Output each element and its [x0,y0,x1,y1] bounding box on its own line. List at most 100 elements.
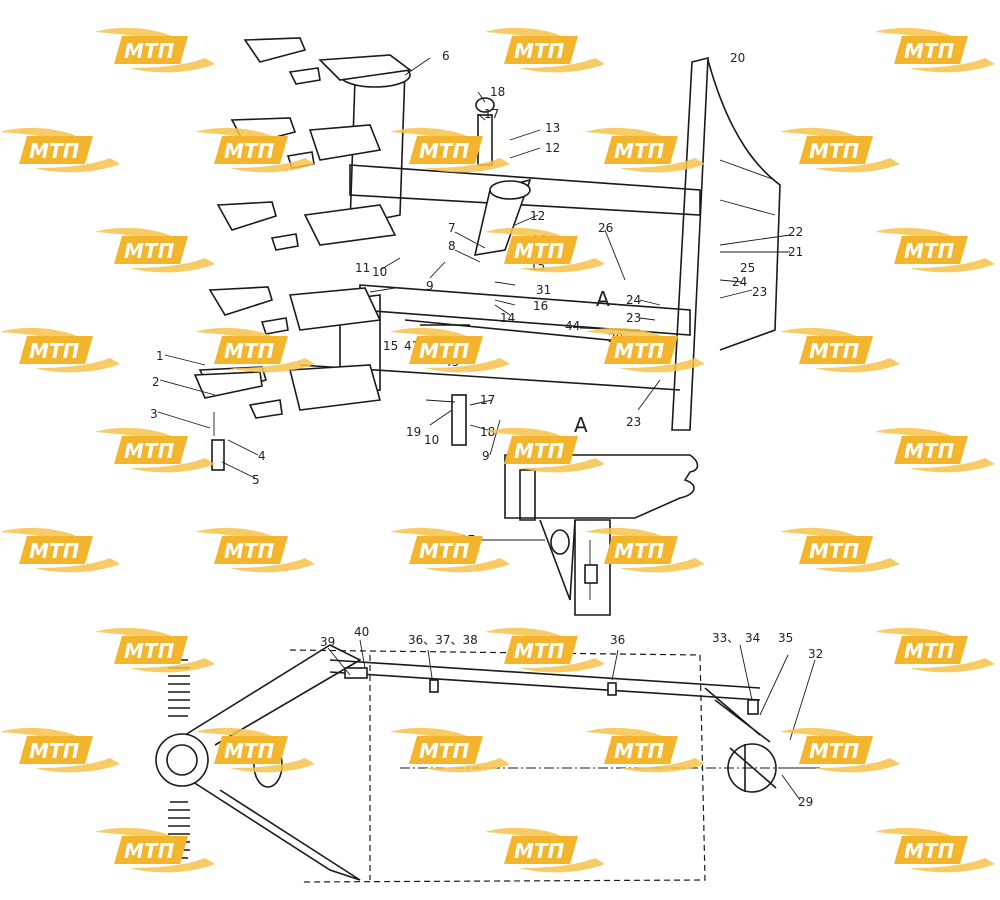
part-label-35: 35 [778,631,793,645]
part-label-34: 34 [745,631,760,645]
watermark-text: МТП [614,339,665,363]
watermark-logo: МТП [390,527,510,573]
watermark-logo: МТП [875,27,995,73]
part-label-31: 31 [536,283,551,297]
watermark-logo: МТП [485,827,605,873]
part-label-12b: 12 [545,141,560,155]
watermark-logo: МТП [875,427,995,473]
part-label-19: 19 [406,425,421,439]
watermark-logo: МТП [585,327,705,373]
part-label-23a: 23 [626,311,641,325]
watermark-text: МТП [419,339,470,363]
leader-lines [157,57,816,801]
watermark-text: МТП [224,739,275,763]
watermark-logo: МТП [195,127,315,173]
watermark-logo: МТП [0,727,120,773]
part-label-21: 21 [788,245,803,259]
watermark-text: МТП [29,739,80,763]
part-label-25: 25 [740,261,755,275]
watermark-text: МТП [224,339,275,363]
part-label-29: 29 [798,795,813,809]
part-label-23b: 23 [626,415,641,429]
part-label-20: 20 [730,51,745,65]
watermark-text: МТП [514,839,565,863]
part-label-17a: 17 [484,107,499,121]
watermark-logo: МТП [195,727,315,773]
watermark-text: МТП [904,439,955,463]
watermark-text: МТП [224,139,275,163]
watermark-logo: МТП [585,127,705,173]
part-label-3: 3 [150,407,158,421]
part-label-15b: 15 [383,339,398,353]
part-label-17b: 17 [480,393,495,407]
watermark-text: МТП [904,39,955,63]
part-label-5: 5 [252,473,260,487]
watermark-logo: МТП [875,827,995,873]
part-label-36: 36 [610,633,625,647]
part-label-18a: 18 [490,85,505,99]
watermark-text: МТП [124,439,175,463]
watermark-logo: МТП [485,227,605,273]
watermark-logo: МТП [390,327,510,373]
part-label-33: 33、 [712,631,739,645]
watermark-logo: МТП [0,527,120,573]
watermark-logo: МТП [875,627,995,673]
watermark-text: МТП [29,339,80,363]
watermark-text: МТП [904,239,955,263]
part-label-24a: 24 [626,293,641,307]
watermark-text: МТП [124,839,175,863]
part-label-40: 40 [354,625,369,639]
watermark-text: МТП [419,739,470,763]
watermark-text: МТП [809,139,860,163]
part-label-10b: 10 [424,433,439,447]
watermark-logo: МТП [585,727,705,773]
part-label-11a: 11 [355,261,370,275]
part-label-26: 26 [598,221,613,235]
part-label-23c: 23 [752,285,767,299]
watermark-logo: МТП [780,727,900,773]
part-label-9a: 9 [426,279,434,293]
part-label-7: 7 [448,221,456,235]
watermark-text: МТП [904,639,955,663]
watermark-logo: МТП [390,727,510,773]
watermark-text: МТП [614,139,665,163]
watermark-logo: МТП [95,27,215,73]
watermark-logo: МТП [780,327,900,373]
watermark-layer: МТП МТП МТП МТП МТП МТП МТП МТП МТП МТП МТП МТП МТП М… [0,27,995,873]
view-marker-a-upper: A [596,287,610,311]
part-label-22: 22 [788,225,803,239]
watermark-logo: МТП [485,627,605,673]
part-label-2: 2 [152,375,160,389]
part-label-39: 39 [320,635,335,649]
watermark-logo: МТП [780,127,900,173]
watermark-logo: МТП [95,627,215,673]
view-a-detail [504,454,699,616]
watermark-text: МТП [614,539,665,563]
part-label-24b: 24 [732,275,747,289]
watermark-text: МТП [419,539,470,563]
part-label-12a: 12 [530,209,545,223]
watermark-text: МТП [124,639,175,663]
watermark-logo: МТП [585,527,705,573]
part-label-36-37-38: 36、37、38 [408,633,478,647]
watermark-logo: МТП [485,427,605,473]
watermark-logo: МТП [780,527,900,573]
watermark-logo: МТП [0,327,120,373]
watermark-text: МТП [419,139,470,163]
watermark-text: МТП [29,539,80,563]
part-label-16: 16 [533,299,548,313]
part-label-44: 44 [565,319,580,333]
watermark-logo: МТП [195,327,315,373]
part-label-14: 14 [500,311,515,325]
watermark-logo: МТП [0,127,120,173]
watermark-text: МТП [224,539,275,563]
watermark-logo: МТП [195,527,315,573]
watermark-text: МТП [514,639,565,663]
watermark-text: МТП [809,539,860,563]
watermark-logo: МТП [390,127,510,173]
watermark-text: МТП [514,239,565,263]
part-label-13a: 13 [545,121,560,135]
part-label-6: 6 [442,49,450,63]
watermark-logo: МТП [95,827,215,873]
